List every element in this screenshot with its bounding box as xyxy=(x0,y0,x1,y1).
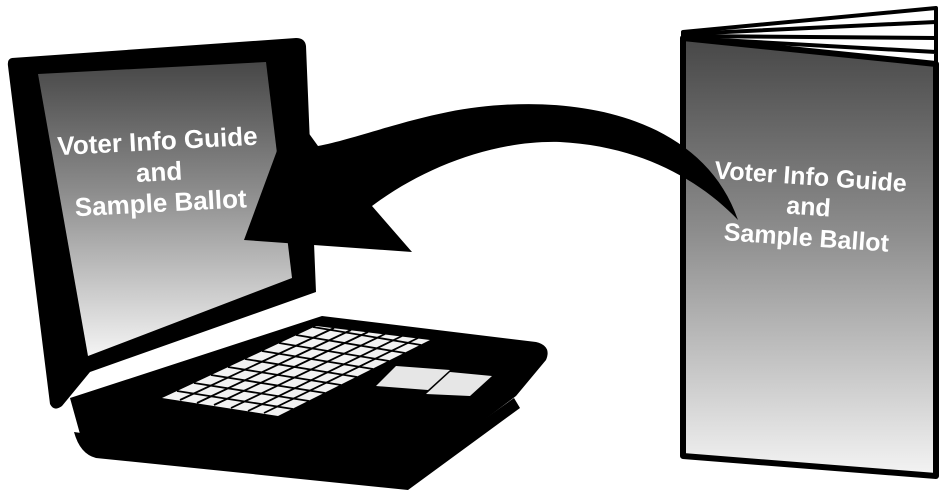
curved-arrow-icon xyxy=(244,104,738,252)
laptop-icon: Voter Info Guide and Sample Ballot xyxy=(8,38,548,490)
booklet-cover xyxy=(683,38,936,476)
laptop-screen-line2: and xyxy=(135,156,183,188)
booklet-icon: Voter Info Guide and Sample Ballot xyxy=(683,8,936,476)
booklet-cover-line2: and xyxy=(785,192,831,223)
